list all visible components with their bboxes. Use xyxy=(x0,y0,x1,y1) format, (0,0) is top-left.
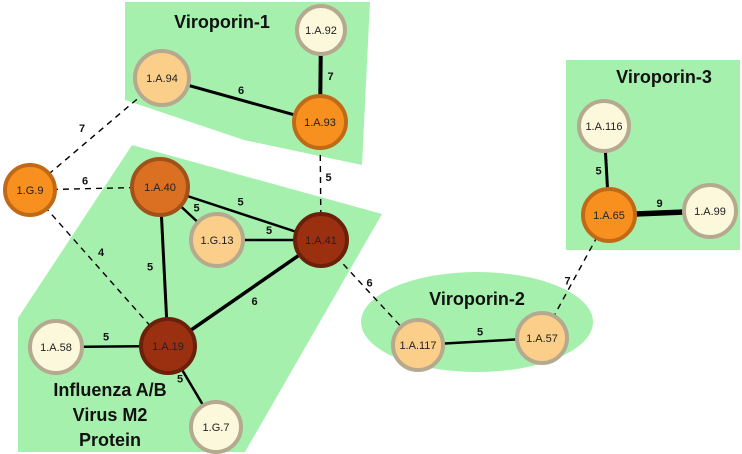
edge-weight-label: 5 xyxy=(325,172,331,184)
node-1-a-93[interactable]: 1.A.93 xyxy=(292,94,348,150)
node-1-g-7[interactable]: 1.G.7 xyxy=(189,400,243,454)
edge-weight-label: 5 xyxy=(103,332,109,344)
edge-weight-label: 7 xyxy=(327,71,333,83)
node-circle xyxy=(577,99,631,153)
node-1-a-40[interactable]: 1.A.40 xyxy=(130,157,190,217)
node-circle xyxy=(292,94,348,150)
node-label: 1.A.40 xyxy=(144,182,176,194)
node-label: 1.G.13 xyxy=(200,235,233,247)
edge-weight-label: 7 xyxy=(564,276,570,288)
node-circle xyxy=(130,157,190,217)
node-1-a-41[interactable]: 1.A.41 xyxy=(293,212,349,268)
edge-labels: 7 6 7 5 6 4 5 5 5 5 6 6 5 5 5 7 5 9 xyxy=(79,71,663,386)
node-1-a-99[interactable]: 1.A.99 xyxy=(682,183,738,239)
node-circle xyxy=(293,212,349,268)
edge-1G9-1A19 xyxy=(29,189,169,347)
edge-weight-label: 5 xyxy=(595,166,601,178)
node-1-g-9[interactable]: 1.G.9 xyxy=(3,163,57,217)
node-1-a-94[interactable]: 1.A.94 xyxy=(133,49,191,107)
edge-weight-label: 5 xyxy=(266,225,272,237)
edge-1A93-1A41 xyxy=(319,121,322,241)
viroporin-3-label: Viroporin-3 xyxy=(616,67,712,87)
node-circle xyxy=(189,212,245,268)
edge-weight-label: 6 xyxy=(366,278,372,290)
influenza-m2-region xyxy=(18,145,382,452)
influenza-label-line-2: Virus M2 xyxy=(73,405,148,425)
edge-weight-label: 5 xyxy=(193,203,199,215)
edge-weight-label: 4 xyxy=(98,247,105,259)
viroporin-2-label: Viroporin-2 xyxy=(429,289,525,309)
node-circle xyxy=(133,49,191,107)
node-label: 1.A.92 xyxy=(305,25,337,37)
node-1-a-57[interactable]: 1.A.57 xyxy=(515,311,569,365)
node-label: 1.G.7 xyxy=(203,422,230,434)
edge-weight-label: 6 xyxy=(251,296,257,308)
influenza-label-line-3: Protein xyxy=(79,430,141,450)
edge-weight-label: 5 xyxy=(477,327,483,339)
node-label: 1.G.9 xyxy=(17,185,44,197)
node-label: 1.A.93 xyxy=(304,117,336,129)
node-label: 1.A.58 xyxy=(40,342,72,354)
edge-weight-label: 6 xyxy=(82,176,88,188)
node-label: 1.A.41 xyxy=(305,235,337,247)
edge-weight-label: 9 xyxy=(656,198,662,210)
node-circle xyxy=(3,163,57,217)
node-label: 1.A.94 xyxy=(146,73,178,85)
nodes: 1.A.92 1.A.94 1.A.93 1.G.9 1.A.40 1.G.13 1.A.4… xyxy=(3,4,738,454)
edge-1A41-1A19 xyxy=(167,238,322,348)
edge-weight-label: 5 xyxy=(147,262,153,274)
node-circle xyxy=(515,311,569,365)
node-1-g-13[interactable]: 1.G.13 xyxy=(189,212,245,268)
node-circle xyxy=(391,318,445,372)
node-circle xyxy=(28,319,84,375)
edge-weight-label: 5 xyxy=(237,197,243,209)
edge-weight-label: 5 xyxy=(177,374,183,386)
group-labels: Viroporin-1 Viroporin-2 Viroporin-3 Infl… xyxy=(53,12,712,450)
node-label: 1.A.19 xyxy=(152,341,184,353)
node-label: 1.A.57 xyxy=(526,333,558,345)
node-1-a-92[interactable]: 1.A.92 xyxy=(295,4,347,56)
node-1-a-65[interactable]: 1.A.65 xyxy=(581,187,637,243)
node-circle xyxy=(189,400,243,454)
edge-weight-label: 6 xyxy=(238,85,244,97)
node-circle xyxy=(139,317,197,375)
influenza-label-line-1: Influenza A/B xyxy=(53,380,166,400)
edge-weight-label: 7 xyxy=(79,123,85,135)
node-label: 1.A.65 xyxy=(593,210,625,222)
node-1-a-58[interactable]: 1.A.58 xyxy=(28,319,84,375)
node-label: 1.A.99 xyxy=(694,206,726,218)
node-label: 1.A.117 xyxy=(399,340,436,352)
node-1-a-116[interactable]: 1.A.116 xyxy=(577,99,631,153)
node-circle xyxy=(295,4,347,56)
node-1-a-117[interactable]: 1.A.117 xyxy=(391,318,445,372)
edge-1A94-1G9 xyxy=(29,77,163,191)
node-circle xyxy=(581,187,637,243)
node-1-a-19[interactable]: 1.A.19 xyxy=(139,317,197,375)
node-label: 1.A.116 xyxy=(585,121,622,133)
viroporin-1-label: Viroporin-1 xyxy=(174,12,270,32)
node-circle xyxy=(682,183,738,239)
